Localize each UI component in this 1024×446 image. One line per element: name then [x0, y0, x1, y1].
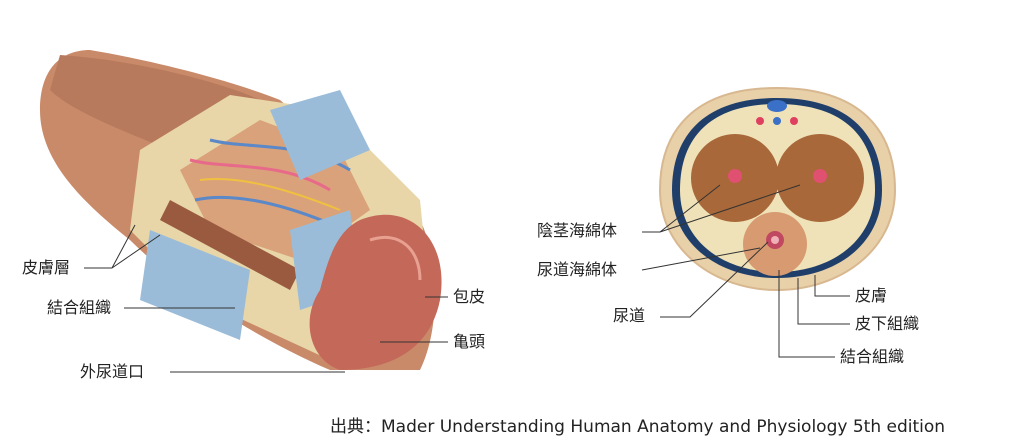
label-corpus-cavernosum: 陰茎海綿体 [537, 221, 618, 240]
label-urethra: 尿道 [613, 306, 646, 325]
label-connective-tissue-right: 結合組織 [840, 347, 905, 366]
label-skin-layer: 皮膚層 [22, 258, 71, 277]
source-caption: 出典：Mader Understanding Human Anatomy and… [330, 417, 946, 437]
label-skin: 皮膚 [855, 286, 888, 305]
label-connective-tissue-left: 結合組織 [47, 298, 112, 317]
penis-cross-section-illustration [658, 86, 897, 292]
label-glans: 亀頭 [453, 332, 486, 351]
label-foreskin: 包皮 [453, 287, 486, 306]
label-subcutaneous-tissue: 皮下組織 [855, 314, 920, 333]
label-corpus-spongiosum: 尿道海綿体 [537, 260, 618, 279]
label-external-urethral-orifice: 外尿道口 [80, 362, 145, 381]
penis-longitudinal-illustration [40, 50, 442, 370]
